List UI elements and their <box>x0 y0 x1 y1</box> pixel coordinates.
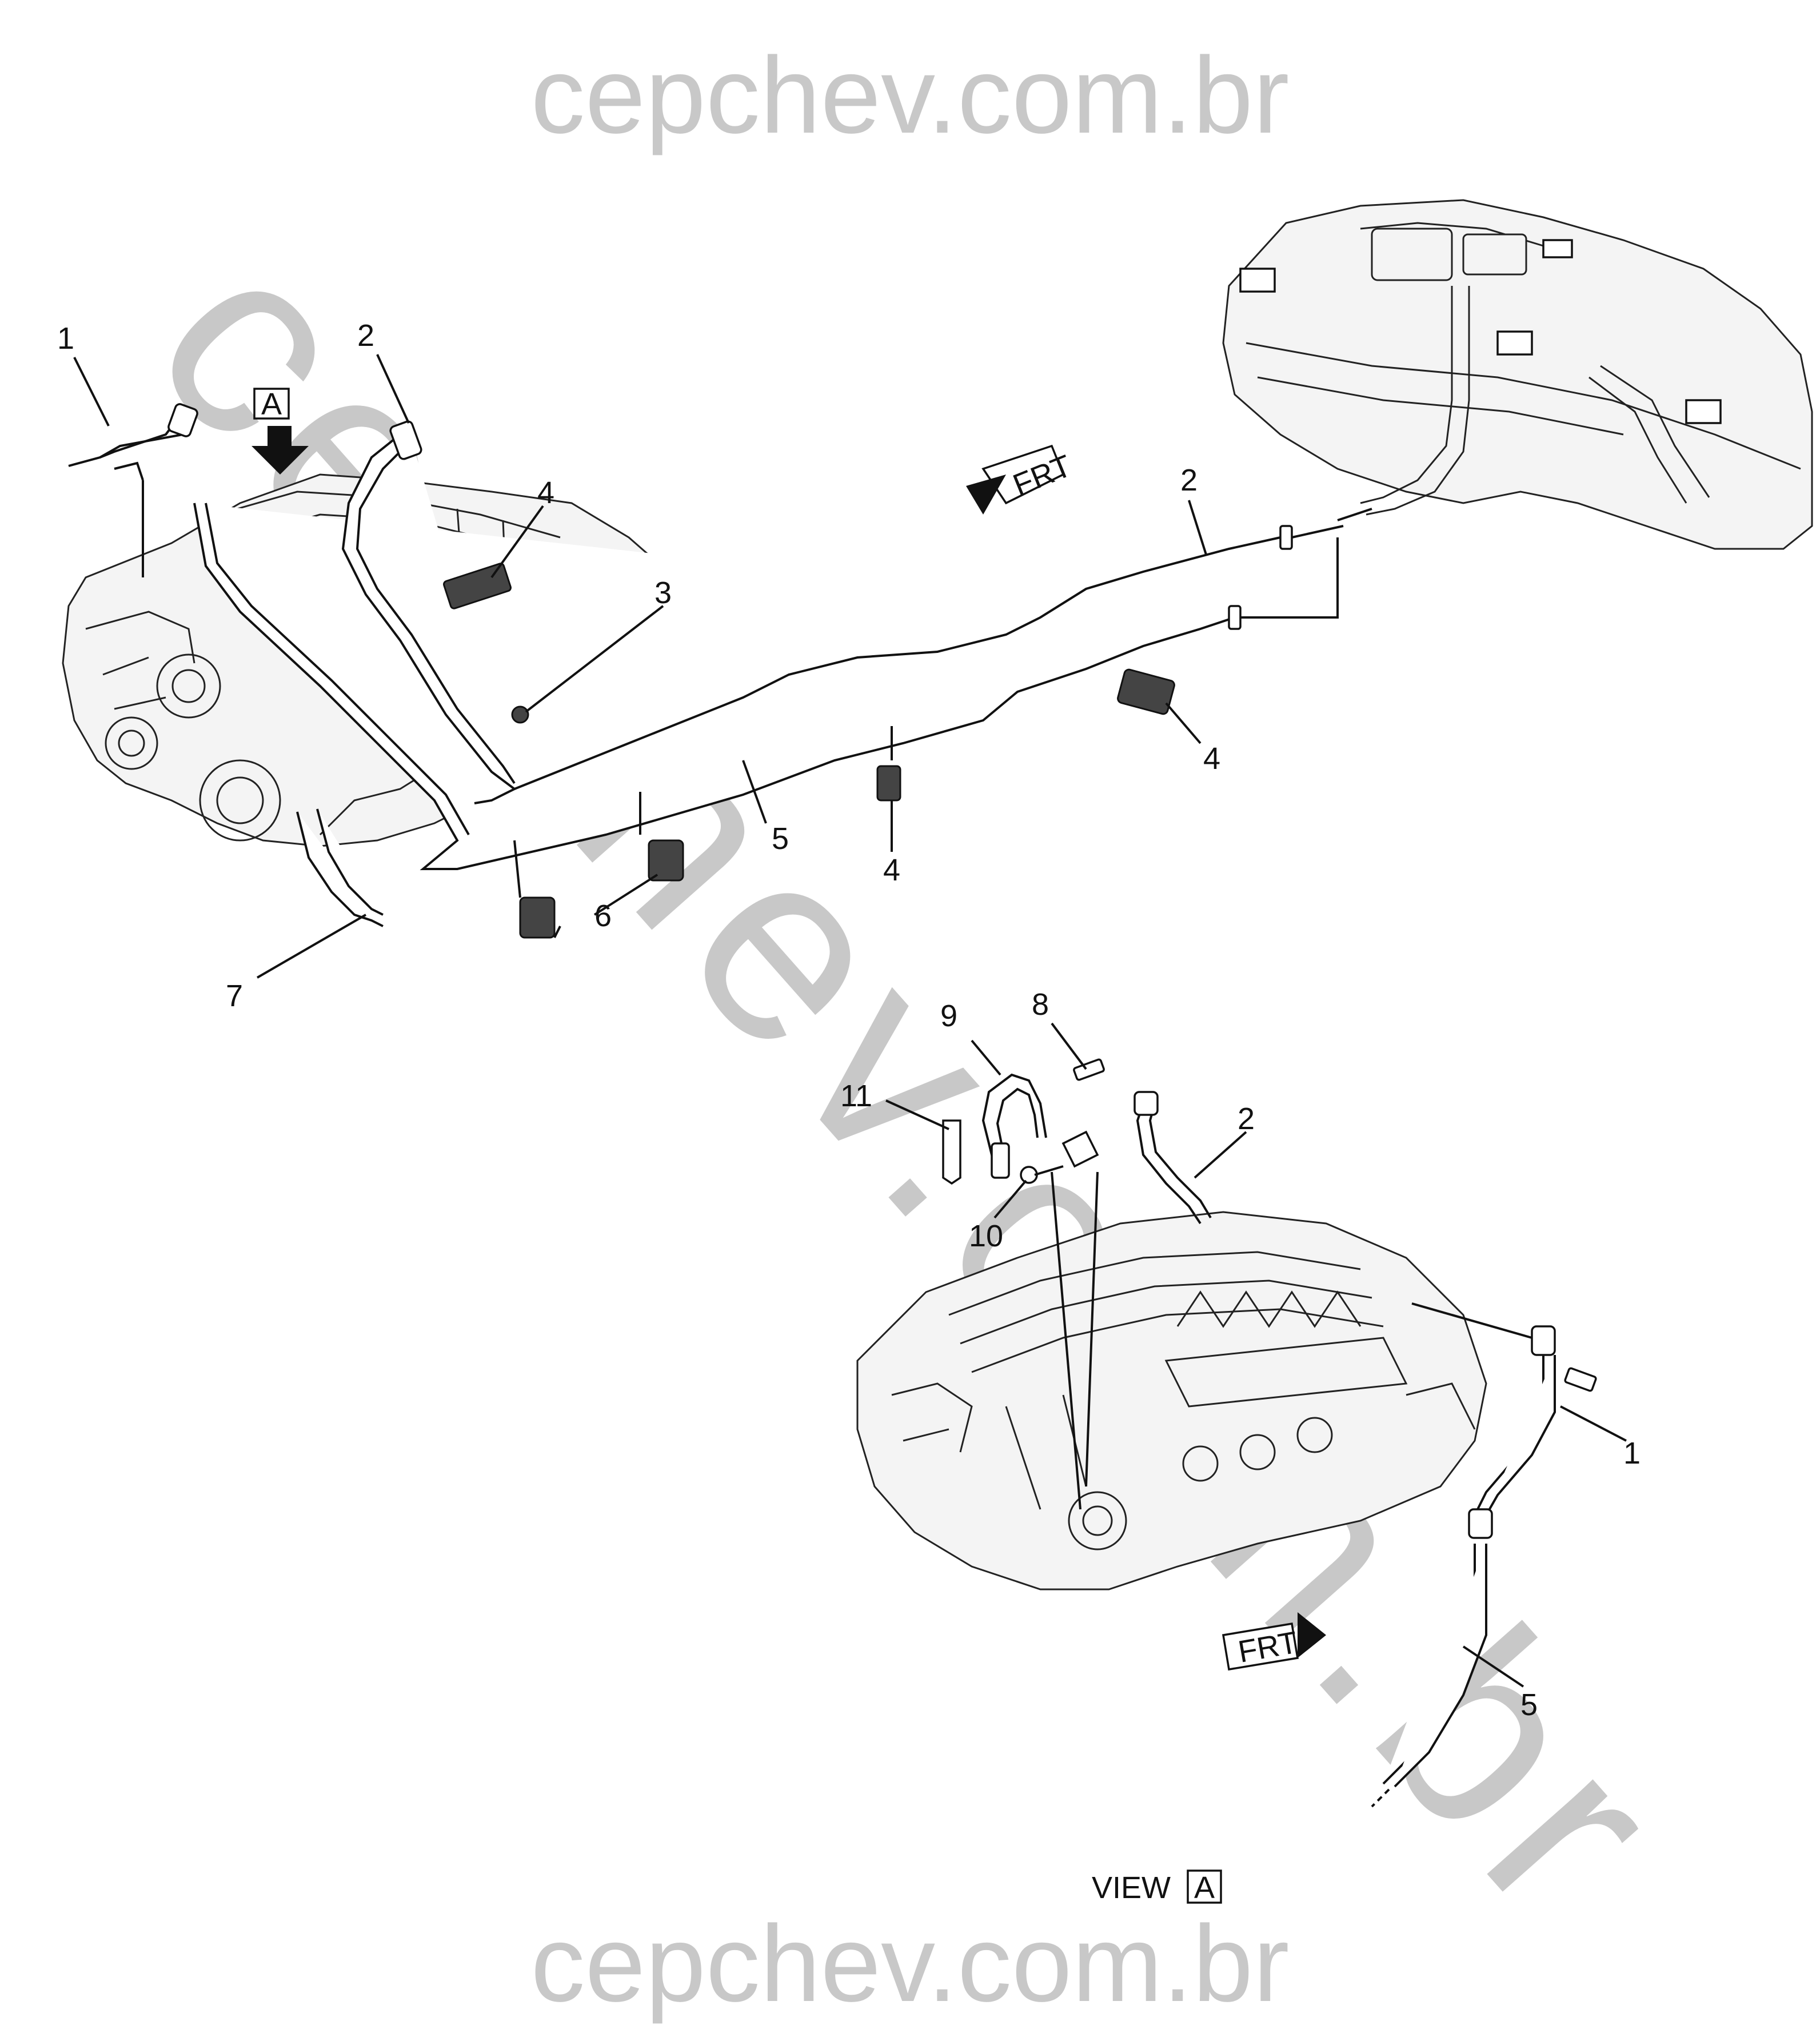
view-label: VIEW A <box>1092 1869 1222 1905</box>
watermark-bottom: cepchev.com.br <box>530 1903 1289 2024</box>
callout-4-right: 4 <box>1203 742 1220 776</box>
callout-5-view: 5 <box>1520 1688 1538 1722</box>
view-letter: A <box>1194 1871 1215 1905</box>
callout-numbers: 1 2 4 3 2 4 5 4 6 7 9 8 11 2 10 1 5 <box>57 318 1641 1722</box>
callout-9: 9 <box>940 999 957 1033</box>
callout-5-upper: 5 <box>772 822 789 856</box>
callout-3: 3 <box>654 576 672 610</box>
callout-leaders <box>73 354 1627 1688</box>
lower-engine-assembly <box>856 1211 1487 1590</box>
callout-1-upper: 1 <box>57 321 74 356</box>
callout-4-mid: 4 <box>883 853 900 887</box>
fuel-tank-assembly <box>1222 199 1813 550</box>
callout-8: 8 <box>1032 987 1049 1022</box>
callout-4-upper: 4 <box>537 476 554 510</box>
callout-2-view: 2 <box>1238 1102 1255 1136</box>
callout-2-upper: 2 <box>357 318 374 353</box>
view-word: VIEW <box>1092 1871 1171 1905</box>
lower-fuel-pipes <box>942 1058 1597 1808</box>
view-arrow-letter: A <box>261 387 282 421</box>
callout-11: 11 <box>840 1079 872 1113</box>
callout-10: 10 <box>969 1219 1003 1253</box>
callout-2-tank: 2 <box>1180 463 1198 497</box>
frt-arrow-icon: FRT <box>966 444 1076 515</box>
watermark-top: cepchev.com.br <box>530 35 1289 156</box>
callout-7: 7 <box>226 979 243 1013</box>
upper-fuel-pipes <box>68 403 1372 939</box>
view-arrow-icon: A <box>252 387 309 475</box>
callout-1-view: 1 <box>1623 1436 1641 1470</box>
callout-6: 6 <box>594 899 612 933</box>
